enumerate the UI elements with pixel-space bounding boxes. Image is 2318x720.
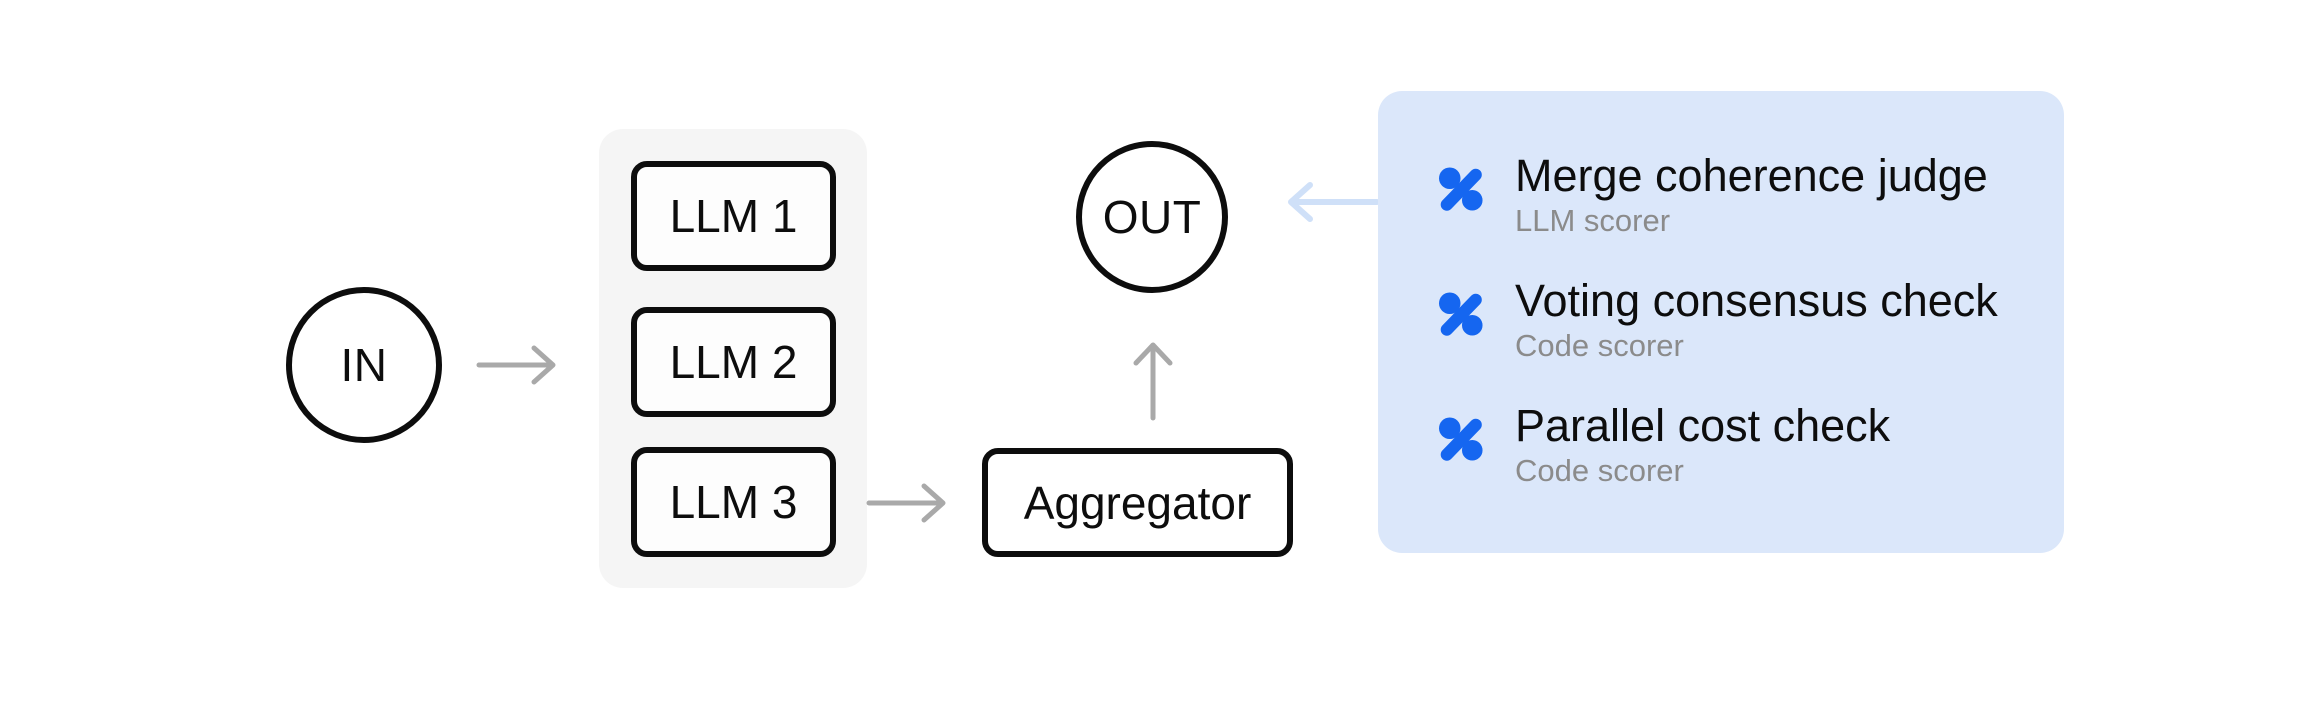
scorer-item-merge-coherence: Merge coherence judge LLM scorer	[1438, 151, 1988, 239]
llm-1-node: LLM 1	[631, 161, 836, 271]
scorer-subtitle: LLM scorer	[1515, 203, 1671, 238]
scorer-text: Parallel cost check Code scorer	[1515, 401, 1890, 489]
percent-icon	[1439, 292, 1483, 336]
scorer-title: Voting consensus check	[1515, 275, 1998, 326]
arrow-in-to-llm-group	[476, 345, 556, 385]
scorer-item-parallel-cost: Parallel cost check Code scorer	[1438, 401, 1890, 489]
percent-icon	[1439, 417, 1483, 461]
arrow-panel-to-out	[1288, 182, 1380, 222]
scorer-item-voting-consensus: Voting consensus check Code scorer	[1438, 276, 1998, 364]
llm-2-node: LLM 2	[631, 307, 836, 417]
aggregator-label: Aggregator	[1023, 476, 1252, 529]
scorer-title: Merge coherence judge	[1515, 150, 1988, 201]
llm-2-label: LLM 2	[669, 336, 798, 388]
input-node-label: IN	[340, 339, 388, 391]
output-node: OUT	[1076, 141, 1228, 293]
scorer-subtitle: Code scorer	[1515, 328, 1684, 363]
llm-3-node: LLM 3	[631, 447, 836, 557]
llm-1-label: LLM 1	[669, 190, 798, 242]
aggregator-node: Aggregator	[982, 448, 1293, 557]
scorer-subtitle: Code scorer	[1515, 453, 1684, 488]
scorer-text: Merge coherence judge LLM scorer	[1515, 151, 1988, 239]
llm-group-container: LLM 1 LLM 2 LLM 3	[599, 129, 867, 588]
percent-icon	[1439, 167, 1483, 211]
scorer-title: Parallel cost check	[1515, 400, 1891, 451]
scorer-text: Voting consensus check Code scorer	[1515, 276, 1998, 364]
scorers-panel: Merge coherence judge LLM scorer Voting …	[1378, 91, 2064, 553]
output-node-label: OUT	[1102, 191, 1202, 243]
arrow-llm3-to-aggregator	[866, 483, 946, 523]
arrow-aggregator-to-out	[1133, 342, 1173, 421]
input-node: IN	[286, 287, 442, 443]
llm-3-label: LLM 3	[669, 476, 798, 528]
